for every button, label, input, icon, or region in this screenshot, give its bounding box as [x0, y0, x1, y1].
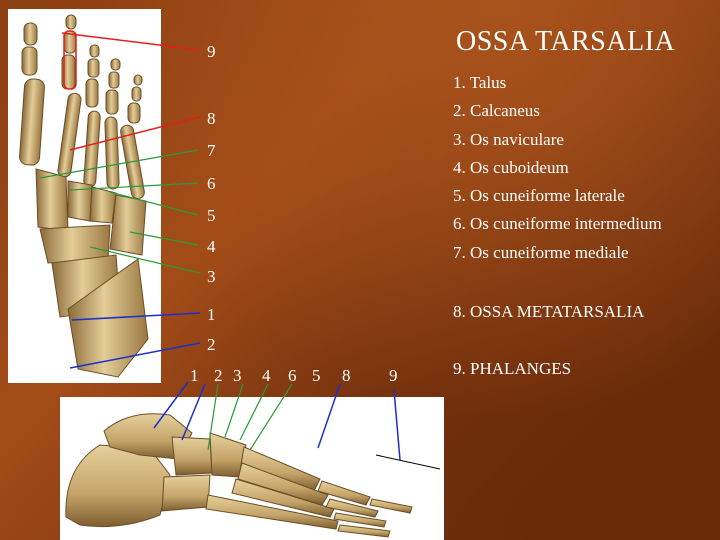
foot-lateral-illustration [60, 397, 444, 540]
bottom-label-3: 3 [233, 366, 242, 385]
bottom-label-1: 1 [190, 366, 199, 385]
list-item: 6. Os cuneiforme intermedium [453, 214, 662, 234]
foot-dorsal-illustration [8, 9, 161, 383]
label-6: 6 [207, 174, 216, 193]
bottom-label-9: 9 [389, 366, 398, 385]
label-2: 2 [207, 335, 216, 354]
list-item: 7. Os cuneiforme mediale [453, 242, 629, 262]
list-item: 5. Os cuneiforme laterale [453, 186, 625, 206]
label-4: 4 [207, 237, 216, 256]
slide-title: OSSA TARSALIA [456, 26, 676, 57]
bottom-label-2: 2 [214, 366, 223, 385]
list-item: 3. Os naviculare [453, 129, 564, 149]
label-3: 3 [207, 267, 216, 286]
list-item: 4. Os cuboideum [453, 157, 569, 177]
foot-lateral-drawing [65, 413, 441, 538]
label-5: 5 [207, 206, 216, 225]
list-item: 1. Talus [453, 73, 507, 92]
bottom-label-5: 5 [312, 366, 321, 385]
bottom-label-6: 6 [288, 366, 297, 385]
label-9: 9 [207, 42, 216, 61]
bottom-label-4: 4 [262, 366, 271, 385]
foot-dorsal-drawing [19, 14, 149, 378]
list-item: 2. Calcaneus [453, 101, 540, 121]
bottom-label-8: 8 [342, 366, 351, 385]
label-8: 8 [207, 109, 216, 128]
label-1: 1 [207, 305, 216, 324]
phalanges-label: 9. PHALANGES [453, 359, 572, 378]
metatarsalia-label: 8. OSSA METATARSALIA [453, 302, 645, 321]
label-7: 7 [207, 141, 216, 160]
tarsal-bone-list: 1. Talus 2. Calcaneus 3. Os naviculare 4… [453, 69, 662, 267]
